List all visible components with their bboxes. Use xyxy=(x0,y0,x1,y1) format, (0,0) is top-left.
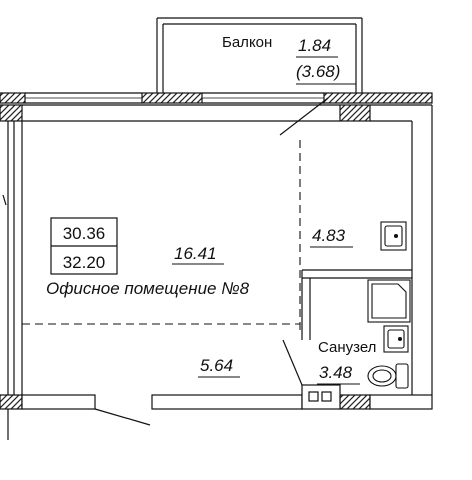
shower-icon xyxy=(367,279,411,323)
main-room-name: Офисное помещение №8 xyxy=(46,279,250,298)
washbasin-icon xyxy=(383,325,409,353)
main-room-area: 16.41 xyxy=(174,244,217,263)
left-wall xyxy=(2,121,23,440)
right-wall xyxy=(411,105,433,395)
balcony-label: Балкон xyxy=(222,34,272,51)
toilet-icon xyxy=(367,363,409,389)
balcony xyxy=(156,17,363,93)
area-box: 30.36 32.20 xyxy=(50,217,118,275)
corridor-area: 5.64 xyxy=(200,356,233,375)
bottom-wall xyxy=(0,384,433,426)
bathroom-area: 3.48 xyxy=(319,363,353,382)
door-lines xyxy=(279,97,329,386)
kitchen-sink-icon xyxy=(380,221,407,251)
top-wall xyxy=(0,92,433,122)
total-area-value: 32.20 xyxy=(63,253,106,272)
balcony-area-total: (3.68) xyxy=(296,62,340,81)
bathroom-name: Санузел xyxy=(318,339,376,356)
balcony-area: 1.84 xyxy=(298,36,331,55)
bathroom-walls xyxy=(301,269,412,340)
hall-area: 4.83 xyxy=(312,226,346,245)
living-area-value: 30.36 xyxy=(63,224,106,243)
dashed-partitions xyxy=(22,140,301,330)
